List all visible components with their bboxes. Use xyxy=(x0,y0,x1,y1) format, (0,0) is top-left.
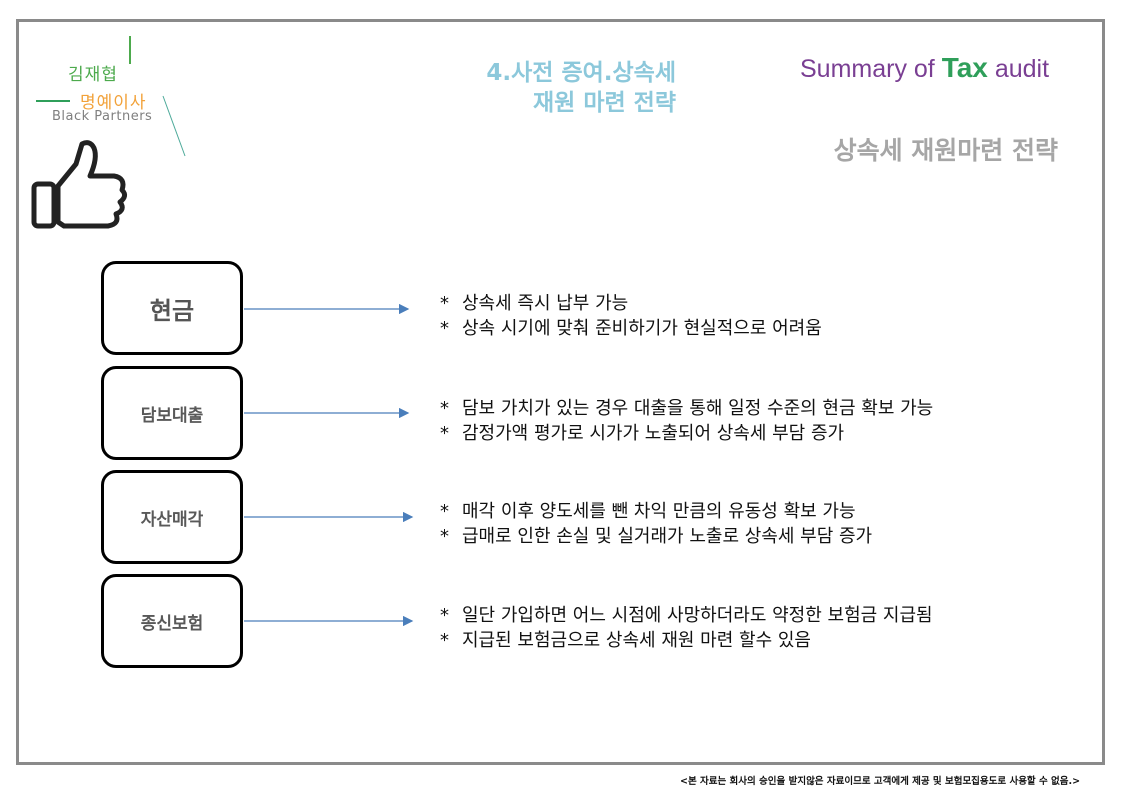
summary-prefix: Summary of xyxy=(800,55,942,83)
description-text: 감정가액 평가로 시가가 노출되어 상속세 부담 증가 xyxy=(462,423,845,444)
description-cash: * 상속세 즉시 납부 가능 * 상속 시기에 맞춰 준비하기가 현실적으로 어려움 xyxy=(440,291,822,341)
description-text: 상속 시기에 맞춰 준비하기가 현실적으로 어려움 xyxy=(462,318,822,339)
thumbs-up-icon xyxy=(31,140,128,229)
bullet: * xyxy=(440,423,449,444)
description-loan: * 담보 가치가 있는 경우 대출을 통해 일정 수준의 현금 확보 가능 * 감정… xyxy=(440,396,933,446)
description-line: * 매각 이후 양도세를 뺀 차익 만큼의 유동성 확보 가능 xyxy=(440,499,872,524)
description-line: * 상속세 즉시 납부 가능 xyxy=(440,291,822,316)
description-text: 급매로 인한 손실 및 실거래가 노출로 상속세 부담 증가 xyxy=(462,526,873,547)
description-line: * 지급된 보험금으로 상속세 재원 마련 할수 있음 xyxy=(440,628,933,653)
description-text: 상속세 즉시 납부 가능 xyxy=(462,293,629,314)
bullet: * xyxy=(440,398,449,419)
description-line: * 상속 시기에 맞춰 준비하기가 현실적으로 어려움 xyxy=(440,316,822,341)
description-text: 일단 가입하면 어느 시점에 사망하더라도 약정한 보험금 지급됨 xyxy=(462,605,933,626)
description-asset-sale: * 매각 이후 양도세를 뺀 차익 만큼의 유동성 확보 가능 * 급매로 인한 손… xyxy=(440,499,872,549)
summary-emphasis: Tax xyxy=(941,52,988,83)
description-line: * 감정가액 평가로 시가가 노출되어 상속세 부담 증가 xyxy=(440,421,933,446)
logo-title: 명예이사 xyxy=(80,93,147,113)
slide-frame xyxy=(16,19,1105,765)
description-text: 매각 이후 양도세를 뺀 차익 만큼의 유동성 확보 가능 xyxy=(462,501,856,522)
main-title-line1: 4.사전 증여.상속세 xyxy=(486,60,676,86)
description-line: * 담보 가치가 있는 경우 대출을 통해 일정 수준의 현금 확보 가능 xyxy=(440,396,933,421)
section-subtitle: 상속세 재원마련 전략 xyxy=(833,136,1058,165)
summary-heading: Summary of Tax audit xyxy=(800,52,1049,84)
bullet: * xyxy=(440,605,449,626)
bullet: * xyxy=(440,526,449,547)
main-title: 4.사전 증여.상속세 재원 마련 전략 xyxy=(400,58,676,118)
bullet: * xyxy=(440,318,449,339)
option-box-cash: 현금 xyxy=(101,261,243,355)
logo-decoration xyxy=(36,36,186,157)
summary-suffix: audit xyxy=(987,55,1050,83)
logo-company: Black Partners xyxy=(52,109,153,124)
option-box-life-insurance: 종신보험 xyxy=(101,574,243,668)
footer-disclaimer: <본 자료는 회사의 승인을 받지않은 자료이므로 고객에게 제공 및 보험모집… xyxy=(680,776,1081,787)
description-text: 지급된 보험금으로 상속세 재원 마련 할수 있음 xyxy=(462,630,811,651)
description-line: * 일단 가입하면 어느 시점에 사망하더라도 약정한 보험금 지급됨 xyxy=(440,603,933,628)
main-title-line2: 재원 마련 전략 xyxy=(533,90,676,116)
bullet: * xyxy=(440,293,449,314)
option-box-asset-sale: 자산매각 xyxy=(101,470,243,564)
option-label: 종신보험 xyxy=(140,613,204,634)
option-label: 현금 xyxy=(149,296,195,325)
description-text: 담보 가치가 있는 경우 대출을 통해 일정 수준의 현금 확보 가능 xyxy=(462,398,934,419)
description-life-insurance: * 일단 가입하면 어느 시점에 사망하더라도 약정한 보험금 지급됨 * 지급된 … xyxy=(440,603,933,653)
description-line: * 급매로 인한 손실 및 실거래가 노출로 상속세 부담 증가 xyxy=(440,524,872,549)
logo-name: 김재협 xyxy=(68,65,118,85)
option-box-loan: 담보대출 xyxy=(101,366,243,460)
bullet: * xyxy=(440,630,449,651)
bullet: * xyxy=(440,501,449,522)
option-label: 담보대출 xyxy=(140,405,204,426)
option-label: 자산매각 xyxy=(140,509,204,530)
